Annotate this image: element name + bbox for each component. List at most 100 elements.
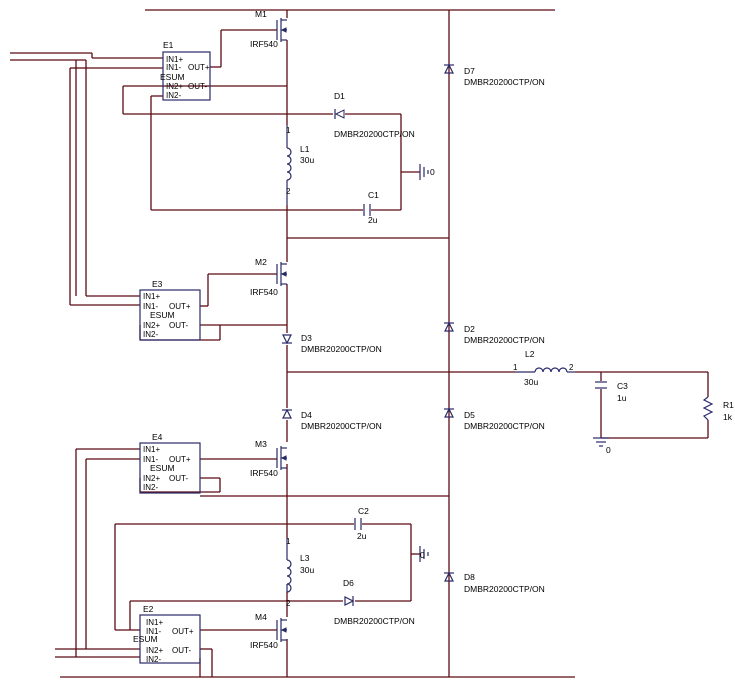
diode-d5[interactable]: D5 DMBR20200CTP/ON	[444, 407, 545, 431]
e2-pin-in1n: IN1-	[146, 627, 161, 636]
m1-ref: M1	[255, 9, 267, 19]
l3-value: 30u	[300, 565, 314, 575]
e4-ref: E4	[152, 432, 163, 442]
e3-pin-in2n: IN2-	[143, 330, 158, 339]
e1-name: ESUM	[160, 72, 185, 82]
diode-d2[interactable]: D2 DMBR20200CTP/ON	[444, 321, 545, 345]
l3-ref: L3	[300, 553, 310, 563]
d2-model: DMBR20200CTP/ON	[464, 335, 545, 345]
m4-model: IRF540	[250, 640, 278, 650]
e2-pin-outn: OUT-	[172, 646, 191, 655]
d3-ref: D3	[301, 333, 312, 343]
c3-value: 1u	[617, 393, 627, 403]
d6-model: DMBR20200CTP/ON	[334, 616, 415, 626]
diode-d1[interactable]: D1 DMBR20200CTP/ON	[334, 91, 415, 139]
d1-model: DMBR20200CTP/ON	[334, 129, 415, 139]
e2-ref: E2	[143, 604, 154, 614]
l3-pin2: 2	[286, 599, 291, 608]
l1-value: 30u	[300, 155, 314, 165]
d1-ref: D1	[334, 91, 345, 101]
e4-pin-outp: OUT+	[169, 455, 191, 464]
m3-ref: M3	[255, 439, 267, 449]
e1-pin-in1n: IN1-	[166, 63, 181, 72]
esum-block-e3[interactable]: E3 IN1+ IN1- OUT+ ESUM IN2+ OUT- IN2-	[139, 279, 201, 341]
inductor-l1[interactable]: 1 2 L1 30u	[286, 125, 314, 205]
e1-pin-outn: OUT-	[188, 82, 207, 91]
e3-pin-outp: OUT+	[169, 302, 191, 311]
e1-ref: E1	[163, 40, 174, 50]
m4-ref: M4	[255, 612, 267, 622]
d8-model: DMBR20200CTP/ON	[464, 584, 545, 594]
d5-model: DMBR20200CTP/ON	[464, 421, 545, 431]
capacitor-c3[interactable]: C3 1u	[595, 381, 628, 403]
mosfet-m4[interactable]: M4 IRF540	[250, 612, 287, 650]
e4-pin-in2p: IN2+	[143, 474, 160, 483]
c1-ref: C1	[368, 190, 379, 200]
l3-pin1: 1	[286, 537, 291, 546]
resistor-r1[interactable]: R1 1k	[702, 396, 734, 422]
ground-symbol-1: 0	[419, 164, 435, 180]
d4-model: DMBR20200CTP/ON	[301, 421, 382, 431]
e3-name: ESUM	[150, 310, 175, 320]
inductor-l3[interactable]: 1 2 L3 30u	[286, 537, 314, 608]
esum-block-e2[interactable]: E2 IN1+ IN1- OUT+ ESUM IN2+ OUT- IN2-	[133, 604, 201, 664]
diode-d4[interactable]: D4 DMBR20200CTP/ON	[282, 408, 382, 431]
e3-pin-in1n: IN1-	[143, 302, 158, 311]
mosfet-m1[interactable]: M1 IRF540	[250, 9, 287, 49]
e2-name: ESUM	[133, 634, 158, 644]
d3-model: DMBR20200CTP/ON	[301, 344, 382, 354]
l1-pin2: 2	[286, 187, 291, 196]
l1-pin1: 1	[286, 126, 291, 135]
d2-ref: D2	[464, 324, 475, 334]
c2-ref: C2	[358, 506, 369, 516]
e2-pin-in2n: IN2-	[146, 655, 161, 664]
e3-ref: E3	[152, 279, 163, 289]
e1-pin-outp: OUT+	[188, 63, 210, 72]
esum-block-e4[interactable]: E4 IN1+ IN1- OUT+ ESUM IN2+ OUT- IN2-	[139, 432, 201, 494]
ground-2-label: 0	[420, 550, 425, 560]
l1-ref: L1	[300, 144, 310, 154]
d7-ref: D7	[464, 66, 475, 76]
m1-model: IRF540	[250, 39, 278, 49]
e2-pin-in1p: IN1+	[146, 618, 163, 627]
l2-ref: L2	[525, 349, 535, 359]
d6-ref: D6	[343, 578, 354, 588]
l2-value: 30u	[524, 377, 538, 387]
diode-d3[interactable]: D3 DMBR20200CTP/ON	[282, 333, 382, 354]
c3-ref: C3	[617, 381, 628, 391]
e2-pin-outp: OUT+	[172, 627, 194, 636]
m3-model: IRF540	[250, 468, 278, 478]
mosfet-m2[interactable]: M2 IRF540	[250, 257, 287, 297]
esum-block-e1[interactable]: E1 IN1+ IN1- OUT+ ESUM IN2+ OUT- IN2-	[160, 40, 211, 101]
e1-pin-in2n: IN2-	[166, 91, 181, 100]
r1-value: 1k	[723, 412, 733, 422]
e4-name: ESUM	[150, 463, 175, 473]
inductor-l2[interactable]: 1 2 L2 30u	[513, 349, 575, 387]
d7-model: DMBR20200CTP/ON	[464, 77, 545, 87]
e2-pin-in2p: IN2+	[146, 646, 163, 655]
d5-ref: D5	[464, 410, 475, 420]
m2-ref: M2	[255, 257, 267, 267]
diode-d8[interactable]: D8 DMBR20200CTP/ON	[444, 571, 545, 594]
e3-pin-in1p: IN1+	[143, 292, 160, 301]
e3-pin-in2p: IN2+	[143, 321, 160, 330]
diode-d7[interactable]: D7 DMBR20200CTP/ON	[444, 63, 545, 87]
c2-value: 2u	[357, 531, 367, 541]
m2-model: IRF540	[250, 287, 278, 297]
ground-3-label: 0	[606, 445, 611, 455]
e4-pin-in2n: IN2-	[143, 483, 158, 492]
mosfet-m3[interactable]: M3 IRF540	[250, 439, 287, 478]
capacitor-c2[interactable]: C2 2u	[354, 506, 369, 541]
e4-pin-outn: OUT-	[169, 474, 188, 483]
diode-d6[interactable]: D6 DMBR20200CTP/ON	[334, 578, 415, 626]
c1-value: 2u	[368, 215, 378, 225]
e3-pin-outn: OUT-	[169, 321, 188, 330]
capacitor-c1[interactable]: C1 2u	[363, 190, 379, 225]
l2-pin1: 1	[513, 363, 518, 372]
e4-pin-in1n: IN1-	[143, 455, 158, 464]
e1-pin-in1p: IN1+	[166, 55, 183, 64]
ground-symbol-2: 0	[419, 546, 429, 562]
wires	[10, 9, 709, 678]
